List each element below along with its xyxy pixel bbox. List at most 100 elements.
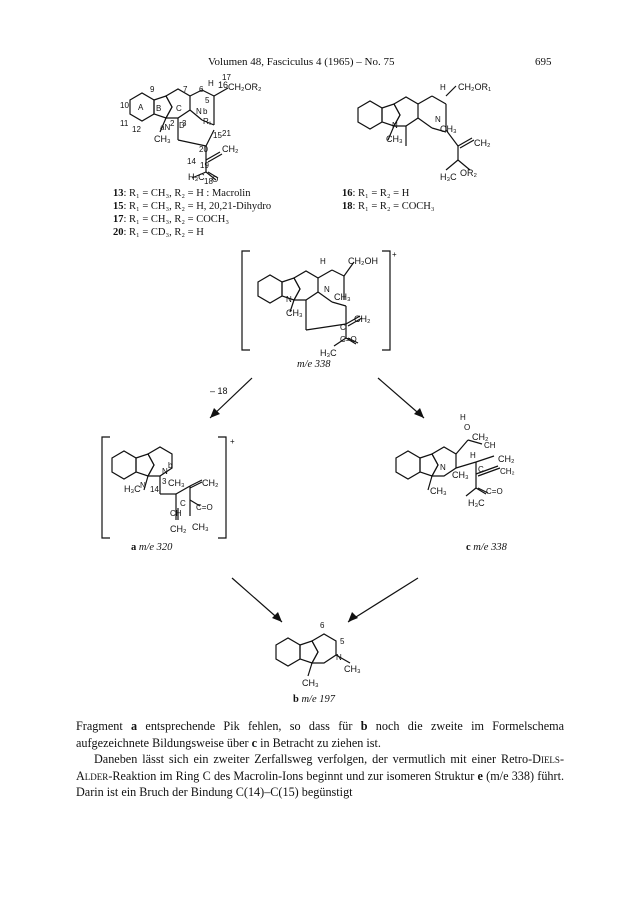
svg-text:5: 5: [205, 96, 210, 105]
fragment-c-structure: [395, 439, 501, 497]
svg-text:C: C: [176, 104, 182, 113]
svg-text:CH₃: CH₃: [286, 308, 303, 318]
svg-text:CH₃: CH₃: [452, 470, 469, 480]
fragment-a-structure: [101, 436, 227, 539]
arrowheads: [210, 408, 424, 622]
svg-text:H: H: [440, 83, 446, 92]
journal-header: Volumen 48, Fasciculus 4 (1965) – No. 75: [208, 56, 395, 68]
fragment-b-caption: b m/e 197: [293, 694, 336, 705]
svg-text:C=O: C=O: [340, 335, 357, 344]
svg-text:CH₃: CH₃: [302, 678, 319, 688]
svg-text:CH: CH: [170, 509, 182, 518]
svg-text:CH₃: CH₃: [344, 664, 361, 674]
svg-text:14: 14: [187, 157, 196, 166]
compound-20: 20: R₁ = CD₃, R₂ = H: [113, 227, 204, 238]
compound-list-right: 16: R₁ = R₂ = H 18: R₁ = R₂ = COCH₃: [342, 187, 435, 213]
svg-text:D: D: [179, 121, 185, 130]
paragraph-1: Fragment a entsprechende Pik fehlen, so …: [76, 719, 565, 750]
svg-text:21: 21: [222, 129, 231, 138]
compound-17: 17: R₁ = CH₃, R₂ = COCH₃: [113, 214, 230, 225]
svg-text:C=O: C=O: [486, 487, 503, 496]
svg-text:5: 5: [340, 637, 345, 646]
svg-text:CH₃: CH₃: [334, 292, 351, 302]
svg-text:2: 2: [170, 119, 175, 128]
compound-16: 16: R₁ = R₂ = H: [342, 188, 410, 199]
svg-text:H: H: [470, 451, 476, 460]
svg-text:C: C: [478, 465, 484, 474]
svg-text:C: C: [180, 499, 186, 508]
svg-text:3: 3: [162, 477, 167, 486]
svg-text:CH₂: CH₂: [498, 454, 515, 464]
svg-text:O: O: [212, 175, 218, 184]
svg-text:H₃C: H₃C: [440, 172, 457, 182]
svg-text:7: 7: [183, 85, 188, 94]
fragmentation-arrows: [209, 377, 425, 623]
svg-text:6: 6: [199, 85, 204, 94]
svg-text:CH₂: CH₂: [474, 138, 491, 148]
svg-text:– 18: – 18: [210, 386, 228, 396]
svg-text:H₃C: H₃C: [124, 484, 141, 494]
page-number: 695: [535, 56, 552, 68]
paragraph-2: Daneben lässt sich ein zweiter Zerfallsw…: [76, 752, 564, 799]
fragment-c-caption: c m/e 338: [466, 542, 507, 553]
svg-text:15: 15: [213, 131, 222, 140]
body-text: Fragment a entsprechende Pik fehlen, so …: [76, 718, 564, 801]
svg-text:CH₃: CH₃: [386, 134, 403, 144]
compound-15: 15: R₁ = CH₃, R₂ = H, 20,21-Dihydro: [113, 201, 272, 212]
svg-text:N: N: [162, 467, 168, 476]
svg-text:+: +: [392, 250, 397, 259]
fragment-a-caption: a m/e 320: [131, 542, 173, 553]
svg-text:A: A: [138, 103, 144, 112]
fragment-b-structure: [275, 633, 351, 677]
svg-text:CH₂OR₂: CH₂OR₂: [228, 82, 262, 92]
svg-text:9: 9: [150, 85, 155, 94]
svg-text:b: b: [203, 107, 208, 116]
svg-text:OR₂: OR₂: [460, 168, 478, 178]
svg-text:CH₃: CH₃: [440, 124, 457, 134]
svg-text:N: N: [196, 107, 202, 116]
svg-text:H: H: [320, 257, 326, 266]
molecular-ion-structure: [241, 250, 391, 351]
svg-text:N: N: [392, 121, 398, 130]
compound-list-left: 13: R₁ = CH₃, R₂ = H : Macrolin 15: R₁ =…: [113, 187, 271, 239]
svg-text:H₃C: H₃C: [188, 172, 205, 182]
svg-text:CH₂OR₁: CH₂OR₁: [458, 82, 491, 92]
svg-text:N: N: [440, 463, 446, 472]
svg-text:N: N: [336, 653, 342, 662]
compound-13: 13: R₁ = CH₃, R₂ = H : Macrolin: [113, 188, 251, 199]
svg-text:16: 16: [218, 80, 228, 90]
svg-text:H₃C: H₃C: [320, 348, 337, 358]
svg-text:CH₃: CH₃: [430, 486, 447, 496]
svg-text:CH₃: CH₃: [192, 522, 209, 532]
svg-text:19: 19: [200, 161, 209, 170]
molecular-ion-caption: m/e 338: [297, 359, 331, 370]
svg-text:N: N: [435, 115, 441, 124]
svg-text:+: +: [230, 437, 235, 446]
macroline-structure: [129, 87, 229, 181]
svg-text:CH₂: CH₂: [354, 314, 371, 324]
svg-text:18: 18: [204, 177, 213, 186]
svg-text:H: H: [208, 79, 214, 88]
svg-text:N: N: [286, 295, 292, 304]
svg-text:H₃C: H₃C: [468, 498, 485, 508]
svg-text:6: 6: [320, 621, 325, 630]
svg-text:CH₃: CH₃: [154, 134, 171, 144]
svg-text:CH₂: CH₂: [202, 478, 219, 488]
svg-text:N: N: [324, 285, 330, 294]
svg-text:CH₂: CH₂: [170, 524, 187, 534]
svg-text:CH₂: CH₂: [472, 432, 489, 442]
svg-text:CH₂: CH₂: [222, 144, 239, 154]
compound-18: 18: R₁ = R₂ = COCH₃: [342, 201, 435, 212]
svg-text:14: 14: [150, 485, 159, 494]
svg-text:C: C: [340, 323, 346, 332]
svg-text:H: H: [460, 413, 466, 422]
svg-text:N: N: [140, 481, 146, 490]
svg-text:3: 3: [182, 119, 187, 128]
svg-text:O: O: [464, 423, 470, 432]
svg-text:b: b: [168, 461, 173, 470]
svg-text:CH₂OH: CH₂OH: [348, 256, 378, 266]
svg-text:12: 12: [132, 125, 141, 134]
dihydro-structure: [357, 85, 475, 171]
